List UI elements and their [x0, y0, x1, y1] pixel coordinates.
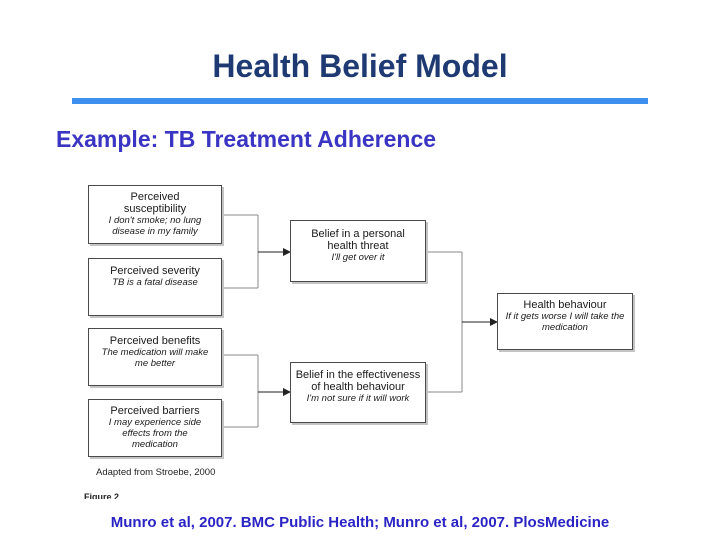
box-heading: Perceived susceptibility — [123, 191, 187, 215]
box-example: The medication will make me better — [101, 347, 209, 369]
box-perceived-benefits: Perceived benefits The medication will m… — [88, 328, 222, 386]
box-example: I'll get over it — [331, 252, 385, 263]
box-example: I'm not sure if it will work — [306, 393, 410, 404]
box-perceived-susceptibility: Perceived susceptibility I don't smoke; … — [88, 185, 222, 244]
box-effectiveness-of-behaviour: Belief in the effectiveness of health be… — [290, 362, 426, 423]
box-heading: Perceived benefits — [109, 335, 201, 347]
box-example: I don't smoke; no lung disease in my fam… — [108, 215, 202, 237]
slide-subtitle: Example: TB Treatment Adherence — [56, 126, 437, 152]
box-health-behaviour: Health behaviour If it gets worse I will… — [497, 293, 633, 350]
slide-citation: Munro et al, 2007. BMC Public Health; Mu… — [110, 514, 610, 531]
box-heading: Perceived severity — [110, 265, 200, 277]
box-example: If it gets worse I will take the medicat… — [505, 311, 625, 333]
box-heading: Belief in a personal health threat — [311, 228, 405, 252]
box-personal-health-threat: Belief in a personal health threat I'll … — [290, 220, 426, 282]
title-underline — [72, 98, 648, 104]
diagram-source: Adapted from Stroebe, 2000 — [96, 467, 216, 478]
slide-title: Health Belief Model — [212, 48, 508, 84]
box-example: TB is a fatal disease — [112, 277, 198, 288]
box-heading: Belief in the effectiveness of health be… — [295, 369, 421, 393]
box-heading: Perceived barriers — [110, 405, 200, 417]
box-heading: Health behaviour — [523, 299, 607, 311]
box-perceived-barriers: Perceived barriers I may experience side… — [88, 399, 222, 457]
box-example: I may experience side effects from the m… — [108, 417, 202, 450]
figure-label: Figure 2 — [84, 492, 120, 499]
box-perceived-severity: Perceived severity TB is a fatal disease — [88, 258, 222, 316]
